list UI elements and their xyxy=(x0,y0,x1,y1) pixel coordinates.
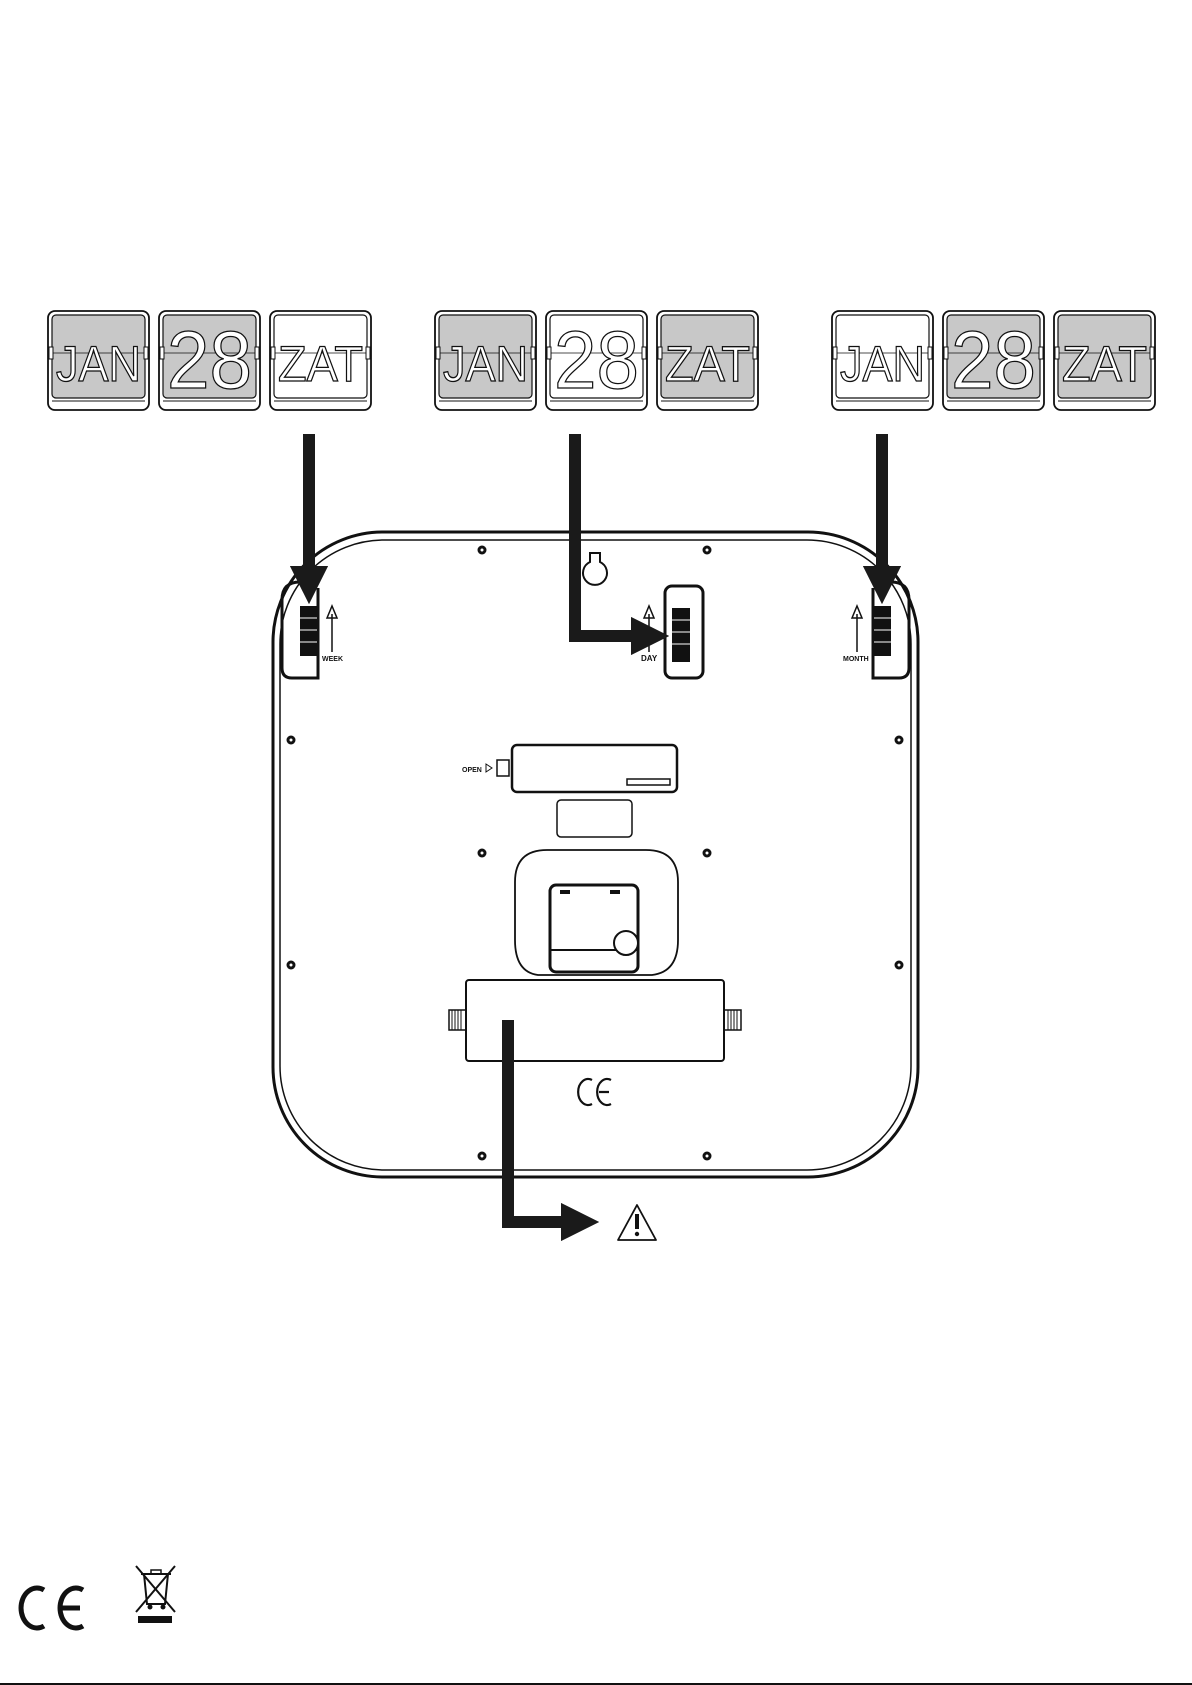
label-window xyxy=(557,800,632,837)
screw-icon xyxy=(478,849,487,858)
screw-icon xyxy=(703,1152,712,1161)
flip-set-day: JAN 28 ZAT xyxy=(435,311,758,410)
flip-card-28: 28 xyxy=(159,311,260,410)
flip-card-text: JAN xyxy=(840,336,925,392)
warning-icon xyxy=(618,1205,656,1240)
flip-card-text: ZAT xyxy=(1062,336,1147,392)
ce-mark-icon xyxy=(578,1079,611,1105)
flip-card-28: 28 xyxy=(943,311,1044,410)
flip-card-text: ZAT xyxy=(278,336,363,392)
flip-card-text: 28 xyxy=(167,315,252,406)
battery-compartment[interactable] xyxy=(486,745,677,792)
clock-movement xyxy=(515,850,678,975)
flip-card-zat: ZAT xyxy=(657,311,758,410)
screw-icon xyxy=(478,546,487,555)
month-label: MONTH xyxy=(843,656,869,663)
screw-icon xyxy=(287,961,296,970)
screw-icon xyxy=(895,736,904,745)
arrow-day xyxy=(575,434,650,636)
month-wheel[interactable] xyxy=(852,582,909,678)
flip-card-jan: JAN xyxy=(832,311,933,410)
day-wheel[interactable] xyxy=(644,586,703,678)
screw-icon xyxy=(703,849,712,858)
clock-back-housing xyxy=(273,532,918,1177)
flip-card-text: 28 xyxy=(554,315,639,406)
screw-icon xyxy=(703,546,712,555)
screw-icon xyxy=(287,736,296,745)
flip-card-zat: ZAT xyxy=(270,311,371,410)
flip-card-text: 28 xyxy=(951,315,1036,406)
flip-card-jan: JAN xyxy=(48,311,149,410)
flip-card-text: JAN xyxy=(56,336,141,392)
week-wheel[interactable] xyxy=(282,582,337,678)
weee-bin-icon xyxy=(136,1566,175,1623)
screw-icon xyxy=(478,1152,487,1161)
screw-icon xyxy=(895,961,904,970)
week-label: WEEK xyxy=(322,656,343,663)
battery-open-label: OPEN xyxy=(462,767,482,774)
battery-bar xyxy=(449,980,741,1061)
flip-card-text: ZAT xyxy=(665,336,750,392)
arrow-warning xyxy=(508,1020,580,1222)
flip-card-text: JAN xyxy=(443,336,528,392)
flip-set-month: JAN 28 ZAT xyxy=(832,311,1155,410)
hanging-hole-icon xyxy=(583,553,607,585)
flip-card-28: 28 xyxy=(546,311,647,410)
ce-mark-icon xyxy=(21,1588,83,1628)
flip-set-week: JAN 28 ZAT xyxy=(48,311,371,410)
flip-card-jan: JAN xyxy=(435,311,536,410)
flip-card-zat: ZAT xyxy=(1054,311,1155,410)
day-label: DAY xyxy=(641,654,658,663)
